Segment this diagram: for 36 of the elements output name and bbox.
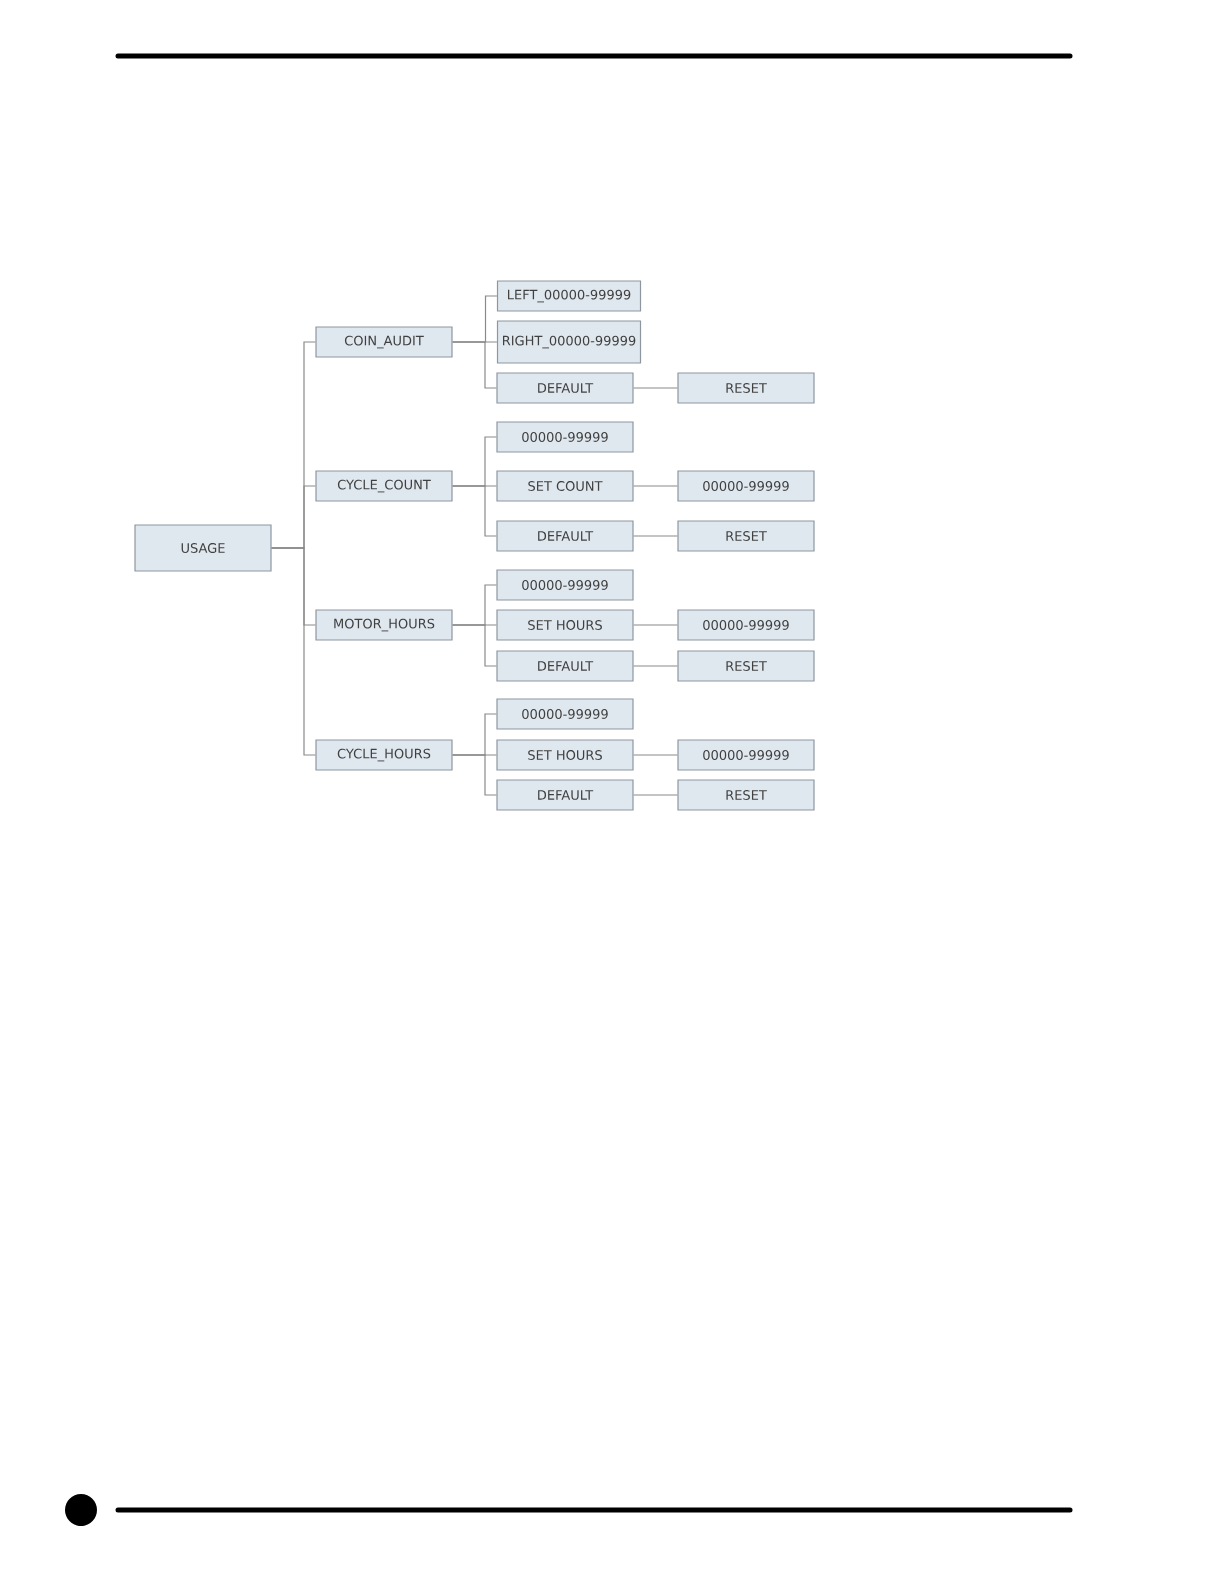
menu-box: CYCLE_COUNT bbox=[315, 470, 453, 502]
menu-box: DEFAULT bbox=[496, 372, 634, 404]
menu-box: SET COUNT bbox=[496, 470, 634, 502]
menu-box: 00000-99999 bbox=[496, 698, 634, 730]
menu-box: USAGE bbox=[134, 524, 272, 572]
menu-box: RESET bbox=[677, 779, 815, 811]
menu-box: 00000-99999 bbox=[677, 470, 815, 502]
connector-line bbox=[452, 485, 497, 537]
menu-box: MOTOR_HOURS bbox=[315, 609, 453, 641]
menu-box: RESET bbox=[677, 372, 815, 404]
menu-box: RESET bbox=[677, 520, 815, 552]
menu-box: LEFT_00000-99999 bbox=[496, 280, 642, 312]
connector-line bbox=[633, 485, 678, 487]
connector-line bbox=[633, 665, 678, 667]
connector-line bbox=[633, 387, 678, 389]
connector-line bbox=[452, 624, 497, 667]
connector-line bbox=[633, 624, 678, 626]
menu-box: COIN_AUDIT bbox=[315, 326, 453, 358]
menu-box: 00000-99999 bbox=[496, 421, 634, 453]
connector-line bbox=[452, 341, 497, 389]
menu-box: 00000-99999 bbox=[677, 739, 815, 771]
connector-line bbox=[633, 794, 678, 796]
menu-box: 00000-99999 bbox=[496, 569, 634, 601]
menu-box: DEFAULT bbox=[496, 650, 634, 682]
menu-box: DEFAULT bbox=[496, 779, 634, 811]
connector-line bbox=[271, 547, 316, 756]
connector-line bbox=[633, 754, 678, 756]
connector-line bbox=[633, 535, 678, 537]
connector-line bbox=[452, 754, 497, 796]
menu-box: CYCLE_HOURS bbox=[315, 739, 453, 771]
menu-box: 00000-99999 bbox=[677, 609, 815, 641]
menu-box: RIGHT_00000-99999 bbox=[496, 320, 642, 364]
menu-box: SET HOURS bbox=[496, 609, 634, 641]
menu-box: DEFAULT bbox=[496, 520, 634, 552]
menu-box: RESET bbox=[677, 650, 815, 682]
menu-box: SET HOURS bbox=[496, 739, 634, 771]
